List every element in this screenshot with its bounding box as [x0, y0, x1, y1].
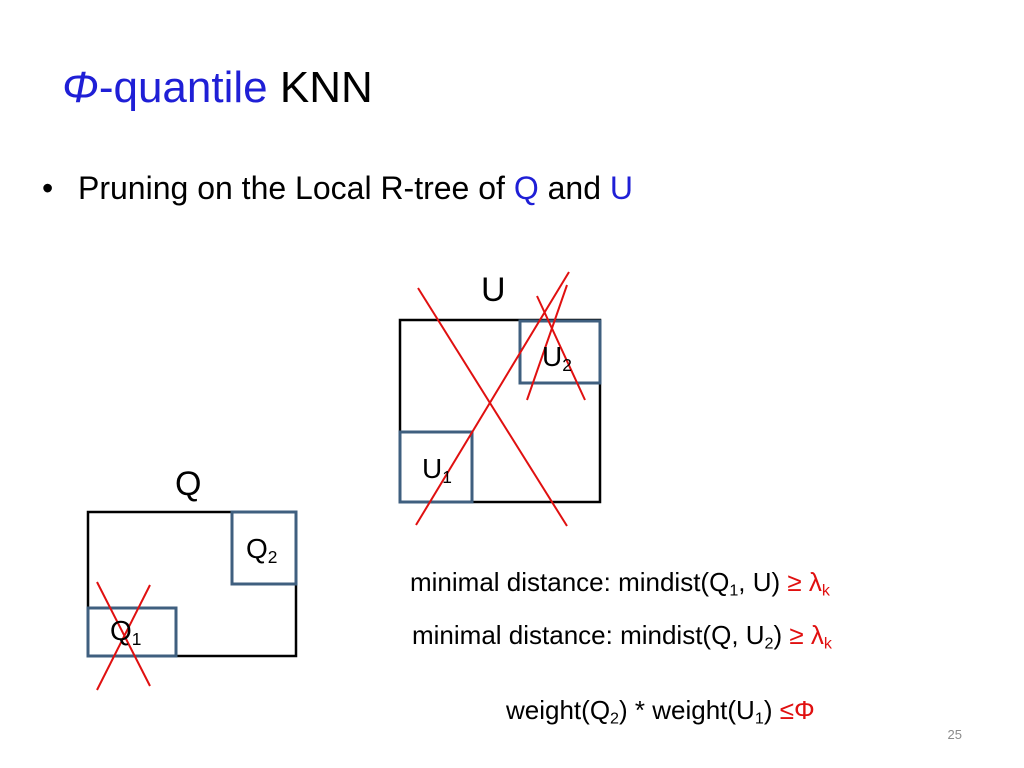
- q1-cross-line-a: [96, 581, 151, 687]
- q-label: Q: [175, 465, 202, 503]
- u-cross-line-b: [415, 271, 570, 526]
- u2-label-base: U: [542, 341, 563, 372]
- q2-label-base: Q: [246, 533, 268, 564]
- title-quantile: -quantile: [98, 63, 268, 112]
- q1-box: [86, 606, 178, 658]
- bullet-and: and: [538, 170, 610, 206]
- q2-label-sub: 2: [267, 546, 278, 567]
- bullet-q: Q: [513, 170, 539, 206]
- condition-mindist-q-u2: minimal distance: mindist(Q, U2) ≥ λk: [412, 620, 832, 652]
- q1-label: Q1: [110, 615, 141, 648]
- u2-label-sub: 2: [562, 354, 572, 375]
- page-number: 25: [947, 727, 962, 742]
- cond1-k-sub: k: [821, 581, 830, 600]
- cond2-text-b: ): [773, 620, 790, 650]
- u-outer-box: [398, 318, 602, 504]
- cond2-k-sub: k: [823, 634, 832, 653]
- q1-label-sub: 1: [131, 628, 142, 649]
- cond3-sub-u: 1: [754, 709, 764, 728]
- title-phi: Φ: [62, 63, 99, 112]
- q2-box: [230, 510, 298, 586]
- cond3-sub-q: 2: [610, 709, 620, 728]
- u1-label-sub: 1: [442, 466, 452, 487]
- condition-mindist-q1-u: minimal distance: mindist(Q1, U) ≥ λk: [410, 567, 830, 599]
- u2-label: U2: [542, 341, 572, 374]
- cond3-text-a: weight(Q: [506, 695, 611, 725]
- condition-weight-product: weight(Q2) * weight(U1) ≤Φ: [506, 695, 815, 727]
- u-cross-line-a: [417, 287, 568, 527]
- cond3-le-phi: ≤Φ: [779, 695, 815, 725]
- cond2-ge-lambda: ≥ λ: [789, 620, 824, 650]
- cond3-text-b: ) * weight(U: [619, 695, 755, 725]
- bullet-item: • Pruning on the Local R-tree of Q and U: [42, 172, 633, 204]
- q1-label-base: Q: [110, 615, 132, 646]
- cond1-sub: 1: [729, 581, 739, 600]
- q1-cross-line-b: [96, 584, 151, 691]
- cond1-text-a: minimal distance: mindist(Q: [410, 567, 730, 597]
- title-knn: KNN: [279, 63, 373, 112]
- u-label: U: [481, 271, 506, 309]
- bullet-text: Pruning on the Local R-tree of: [78, 170, 514, 206]
- bullet-dot-icon: •: [42, 170, 54, 206]
- bullet-u: U: [609, 170, 633, 206]
- cond2-text-a: minimal distance: mindist(Q, U: [412, 620, 765, 650]
- q2-label: Q2: [246, 533, 277, 566]
- u1-label-base: U: [422, 453, 443, 484]
- cond3-text-c: ): [763, 695, 780, 725]
- u2-cross-line-a: [536, 295, 586, 401]
- u2-cross-line-b: [526, 284, 568, 401]
- slide-title: Φ-quantile KNN: [62, 66, 373, 110]
- cond1-ge-lambda: ≥ λ: [787, 567, 822, 597]
- cond1-text-b: , U): [738, 567, 788, 597]
- u1-label: U1: [422, 453, 452, 486]
- cond2-sub: 2: [764, 634, 774, 653]
